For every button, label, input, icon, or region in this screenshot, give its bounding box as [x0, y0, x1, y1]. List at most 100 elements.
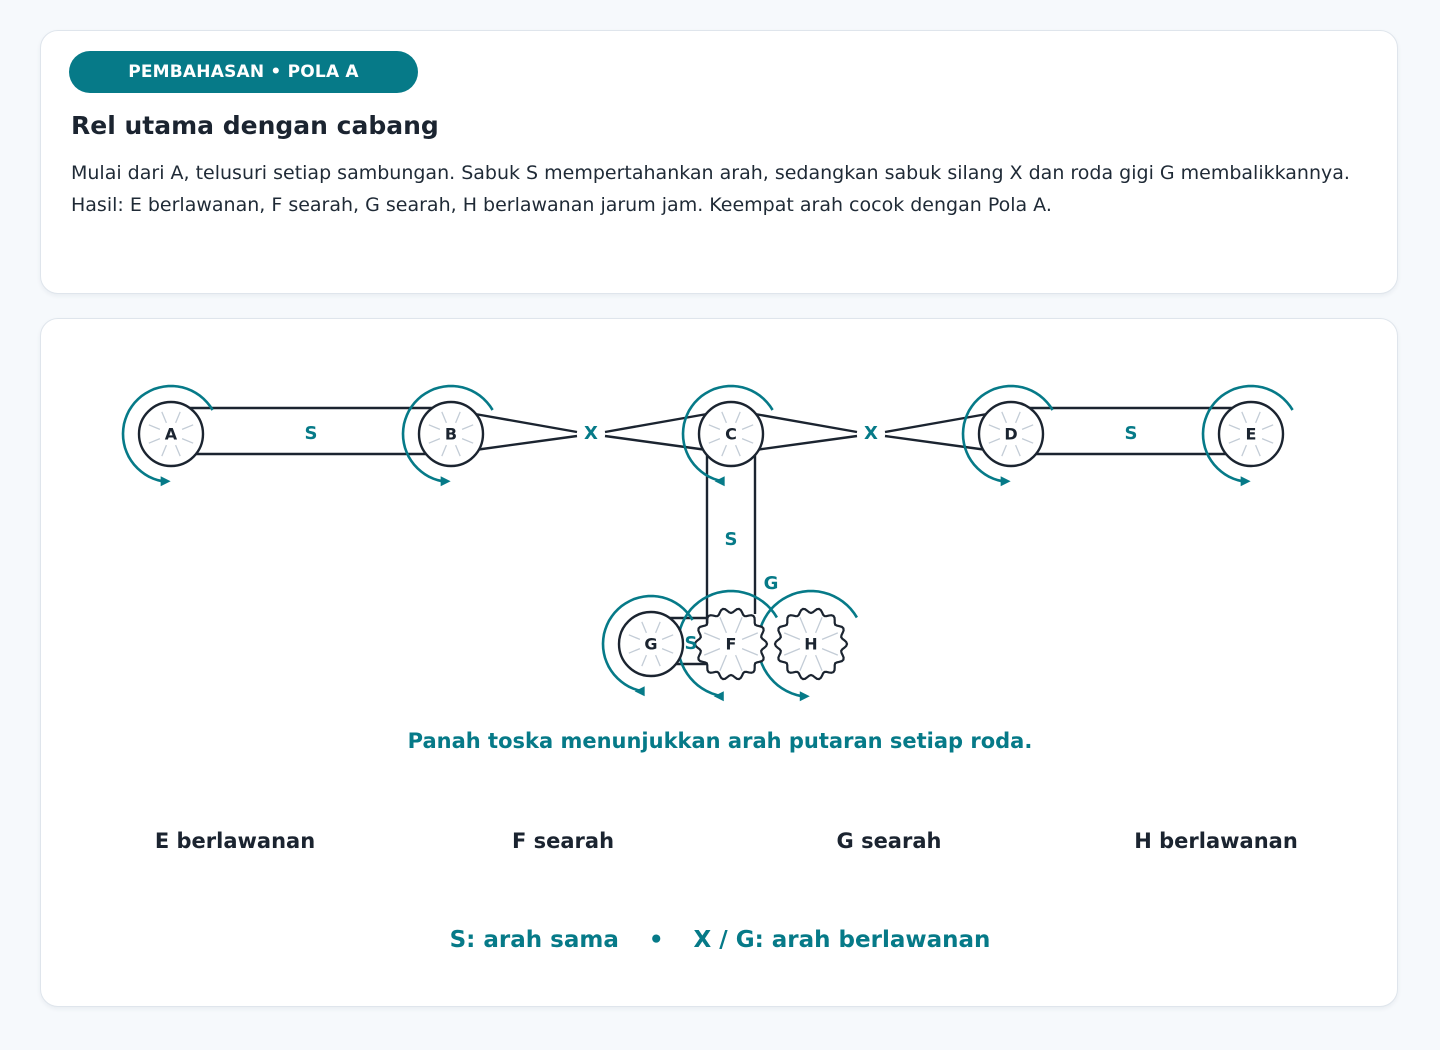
belt-line — [884, 434, 988, 452]
wheel-spoke — [661, 634, 674, 641]
result-f: F searah — [511, 829, 615, 853]
wheel-spoke — [428, 437, 441, 444]
rotation-arrow-h — [756, 589, 858, 698]
wheel-spoke — [454, 444, 461, 457]
wheel-spoke — [441, 411, 448, 424]
explanation-text: Mulai dari A, telusuri setiap sambungan.… — [71, 162, 1350, 216]
wheel-spoke — [1021, 437, 1034, 444]
rotation-arrow-g — [601, 594, 694, 693]
wheel-spoke — [721, 411, 728, 424]
belt-line — [604, 434, 708, 452]
wheel-c-label: C — [725, 425, 737, 444]
wheel-spoke — [641, 621, 648, 634]
wheel-spoke — [441, 444, 448, 457]
rotation-arrow-g-head — [634, 686, 645, 697]
connection-labels-layer: S X X S S S G — [305, 423, 1138, 654]
connection-f-g-label: S — [685, 633, 698, 654]
wheel-spoke — [461, 437, 474, 444]
connection-f-h-label: G — [764, 573, 779, 594]
wheel-spoke — [628, 647, 641, 654]
wheel-spoke — [654, 654, 661, 667]
connection-d-e-label: S — [1125, 423, 1138, 444]
section-badge: PEMBAHASAN • POLA A — [69, 51, 418, 93]
rotation-arrow-c — [681, 384, 774, 483]
wheel-spoke — [1261, 437, 1274, 444]
wheel-spoke — [148, 424, 161, 431]
belt-line — [754, 434, 858, 452]
wheel-spoke — [454, 411, 461, 424]
wheel-spoke — [734, 444, 741, 457]
wheel-spoke — [1254, 411, 1261, 424]
wheel-spoke — [821, 632, 839, 641]
wheel-spoke — [708, 424, 721, 431]
wheel-spoke — [181, 424, 194, 431]
pulley-d-body — [977, 400, 1045, 468]
wheel-b-label: B — [445, 425, 457, 444]
wheel-spoke — [783, 647, 801, 656]
wheel-spoke — [741, 424, 754, 431]
diagram-caption: Panah toska menunjukkan arah putaran set… — [408, 729, 1033, 753]
rotation-arrow-f — [676, 589, 778, 698]
wheel-spoke — [1228, 437, 1241, 444]
wheel-spoke — [719, 616, 728, 634]
legend: S: arah sama•X / G: arah berlawanan — [41, 927, 1399, 953]
legend-separator: • — [648, 927, 664, 953]
pulley-g-body — [617, 610, 685, 678]
wheel-spoke — [814, 654, 823, 672]
wheel-spoke — [703, 632, 721, 641]
wheel-spoke — [734, 654, 743, 672]
pulley-e-body — [1217, 400, 1285, 468]
result-e: E berlawanan — [154, 829, 316, 853]
rotation-arrow-d — [961, 384, 1054, 483]
connection-a-b-label: S — [305, 423, 318, 444]
wheel-spoke — [799, 654, 808, 672]
rotation-arrow-f-head — [713, 691, 724, 702]
rotation-arrow-a — [121, 384, 214, 483]
wheel-spoke — [1228, 424, 1241, 431]
wheel-spoke — [1021, 424, 1034, 431]
rotation-arrow-b-head — [440, 476, 451, 487]
wheel-spoke — [148, 437, 161, 444]
wheel-a: A — [137, 400, 205, 468]
result-h: H berlawanan — [1134, 829, 1298, 853]
wheel-spoke — [741, 632, 759, 641]
wheel-spoke — [719, 654, 728, 672]
belt-line — [604, 412, 708, 434]
result-g: G searah — [836, 829, 942, 853]
belt-line — [474, 434, 578, 452]
pulley-c-body — [697, 400, 765, 468]
wheel-spoke — [734, 411, 741, 424]
wheel-spoke — [461, 424, 474, 431]
wheel-g-label: G — [644, 635, 657, 654]
wheel-spoke — [741, 647, 759, 656]
connection-c-d-label: X — [864, 423, 878, 444]
wheel-spoke — [428, 424, 441, 431]
wheel-h-label: H — [804, 635, 817, 654]
legend-same-direction: S: arah sama — [449, 927, 619, 953]
wheel-spoke — [181, 437, 194, 444]
rotation-arrows-layer — [121, 384, 1294, 702]
wheel-spoke — [654, 621, 661, 634]
belt-line — [884, 412, 988, 434]
wheel-e-label: E — [1246, 425, 1257, 444]
wheel-spoke — [641, 654, 648, 667]
belt-line — [754, 412, 858, 434]
wheel-spoke — [1261, 424, 1274, 431]
rotation-arrow-e — [1201, 384, 1294, 483]
wheel-spoke — [814, 616, 823, 634]
wheel-spoke — [988, 437, 1001, 444]
wheel-spoke — [628, 634, 641, 641]
wheel-spoke — [174, 411, 181, 424]
wheel-spoke — [1254, 444, 1261, 457]
wheel-spoke — [1241, 411, 1248, 424]
rotation-arrow-a-head — [160, 476, 171, 487]
wheel-c: C — [697, 400, 765, 468]
wheel-h: H — [773, 607, 849, 681]
wheel-spoke — [1001, 444, 1008, 457]
wheel-spoke — [741, 437, 754, 444]
page-title: Rel utama dengan cabang — [71, 111, 439, 140]
wheel-spoke — [721, 444, 728, 457]
connection-b-c-label: X — [584, 423, 598, 444]
connection-c-f-label: S — [725, 529, 738, 550]
